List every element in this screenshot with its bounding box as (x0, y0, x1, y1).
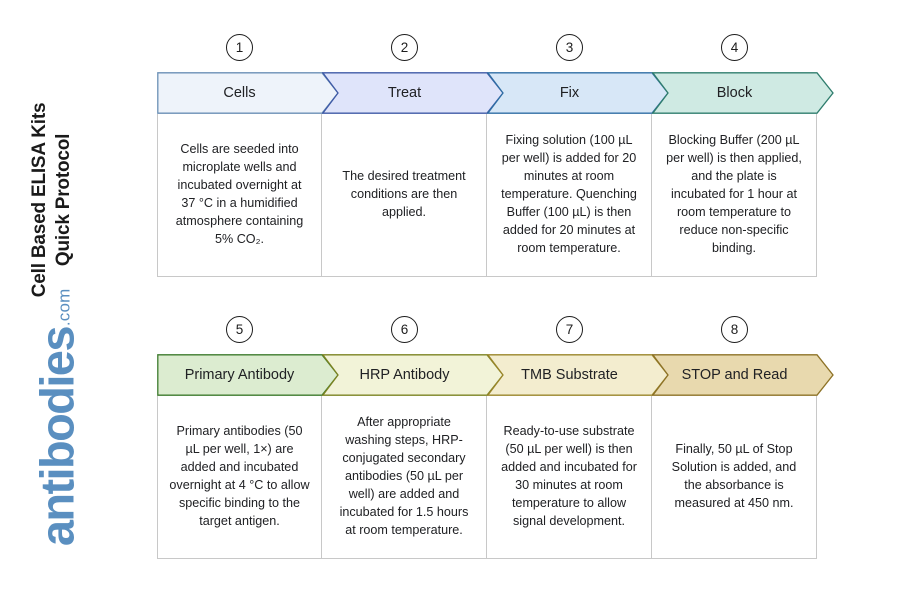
step-number-value: 6 (391, 316, 418, 343)
step-number-value: 2 (391, 34, 418, 61)
protocol-step: 3 Fix Fixing solution (100 µL per well) … (487, 34, 669, 277)
step-number-value: 1 (226, 34, 253, 61)
step-number-value: 5 (226, 316, 253, 343)
step-number-badge: 5 (157, 316, 322, 343)
step-description-text: Cells are seeded into microplate wells a… (175, 142, 304, 246)
step-chevron-header[interactable]: Cells (157, 72, 339, 114)
brand-wordmark: antibodies (30, 327, 84, 547)
step-description-cell: Ready-to-use substrate (50 µL per well) … (487, 396, 652, 559)
brand-tld: .com (54, 288, 74, 327)
step-chevron-header[interactable]: Fix (487, 72, 669, 114)
step-chevron-header[interactable]: Block (652, 72, 834, 114)
step-description-text: After appropriate washing steps, HRP-con… (339, 415, 469, 537)
step-chevron-header[interactable]: STOP and Read (652, 354, 834, 396)
step-track: 5 Primary Antibody Primary antibodies (5… (157, 316, 834, 559)
protocol-step: 6 HRP Antibody After appropriate washing… (322, 316, 504, 559)
protocol-step: 2 Treat The desired treatment conditions… (322, 34, 504, 277)
step-number-badge: 8 (652, 316, 817, 343)
step-description-cell: Finally, 50 µL of Stop Solution is added… (652, 396, 817, 559)
protocol-row-1: 1 Cells Cells are seeded into microplate… (157, 34, 834, 277)
step-number-badge: 6 (322, 316, 487, 343)
step-number-badge: 3 (487, 34, 652, 61)
step-description-text: The desired treatment conditions are the… (342, 169, 466, 219)
step-description-cell: Primary antibodies (50 µL per well, 1×) … (157, 396, 322, 559)
step-number-badge: 2 (322, 34, 487, 61)
step-description-cell: The desired treatment conditions are the… (322, 114, 487, 277)
step-description-cell: After appropriate washing steps, HRP-con… (322, 396, 487, 559)
step-number-badge: 1 (157, 34, 322, 61)
step-chevron-header[interactable]: Treat (322, 72, 504, 114)
step-description-text: Finally, 50 µL of Stop Solution is added… (671, 442, 797, 510)
step-number-badge: 4 (652, 34, 817, 61)
protocol-step: 8 STOP and Read Finally, 50 µL of Stop S… (652, 316, 834, 559)
left-rail: Cell Based ELISA Kits Quick Protocol ant… (0, 0, 150, 594)
step-description-cell: Cells are seeded into microplate wells a… (157, 114, 322, 277)
step-number-value: 8 (721, 316, 748, 343)
step-chevron-header[interactable]: HRP Antibody (322, 354, 504, 396)
step-track: 1 Cells Cells are seeded into microplate… (157, 34, 834, 277)
step-description-text: Fixing solution (100 µL per well) is add… (501, 133, 637, 255)
protocol-step: 5 Primary Antibody Primary antibodies (5… (157, 316, 339, 559)
step-description-text: Primary antibodies (50 µL per well, 1×) … (169, 424, 310, 528)
step-number-value: 4 (721, 34, 748, 61)
step-description-cell: Fixing solution (100 µL per well) is add… (487, 114, 652, 277)
step-chevron-header[interactable]: TMB Substrate (487, 354, 669, 396)
step-description-text: Blocking Buffer (200 µL per well) is the… (666, 133, 802, 255)
step-number-value: 3 (556, 34, 583, 61)
brand-logo: antibodies .com (30, 267, 84, 567)
step-description-text: Ready-to-use substrate (50 µL per well) … (501, 424, 637, 528)
step-number-badge: 7 (487, 316, 652, 343)
step-description-cell: Blocking Buffer (200 µL per well) is the… (652, 114, 817, 277)
step-chevron-header[interactable]: Primary Antibody (157, 354, 339, 396)
protocol-step: 4 Block Blocking Buffer (200 µL per well… (652, 34, 834, 277)
protocol-step: 1 Cells Cells are seeded into microplate… (157, 34, 339, 277)
step-number-value: 7 (556, 316, 583, 343)
protocol-step: 7 TMB Substrate Ready-to-use substrate (… (487, 316, 669, 559)
protocol-row-2: 5 Primary Antibody Primary antibodies (5… (157, 316, 834, 559)
